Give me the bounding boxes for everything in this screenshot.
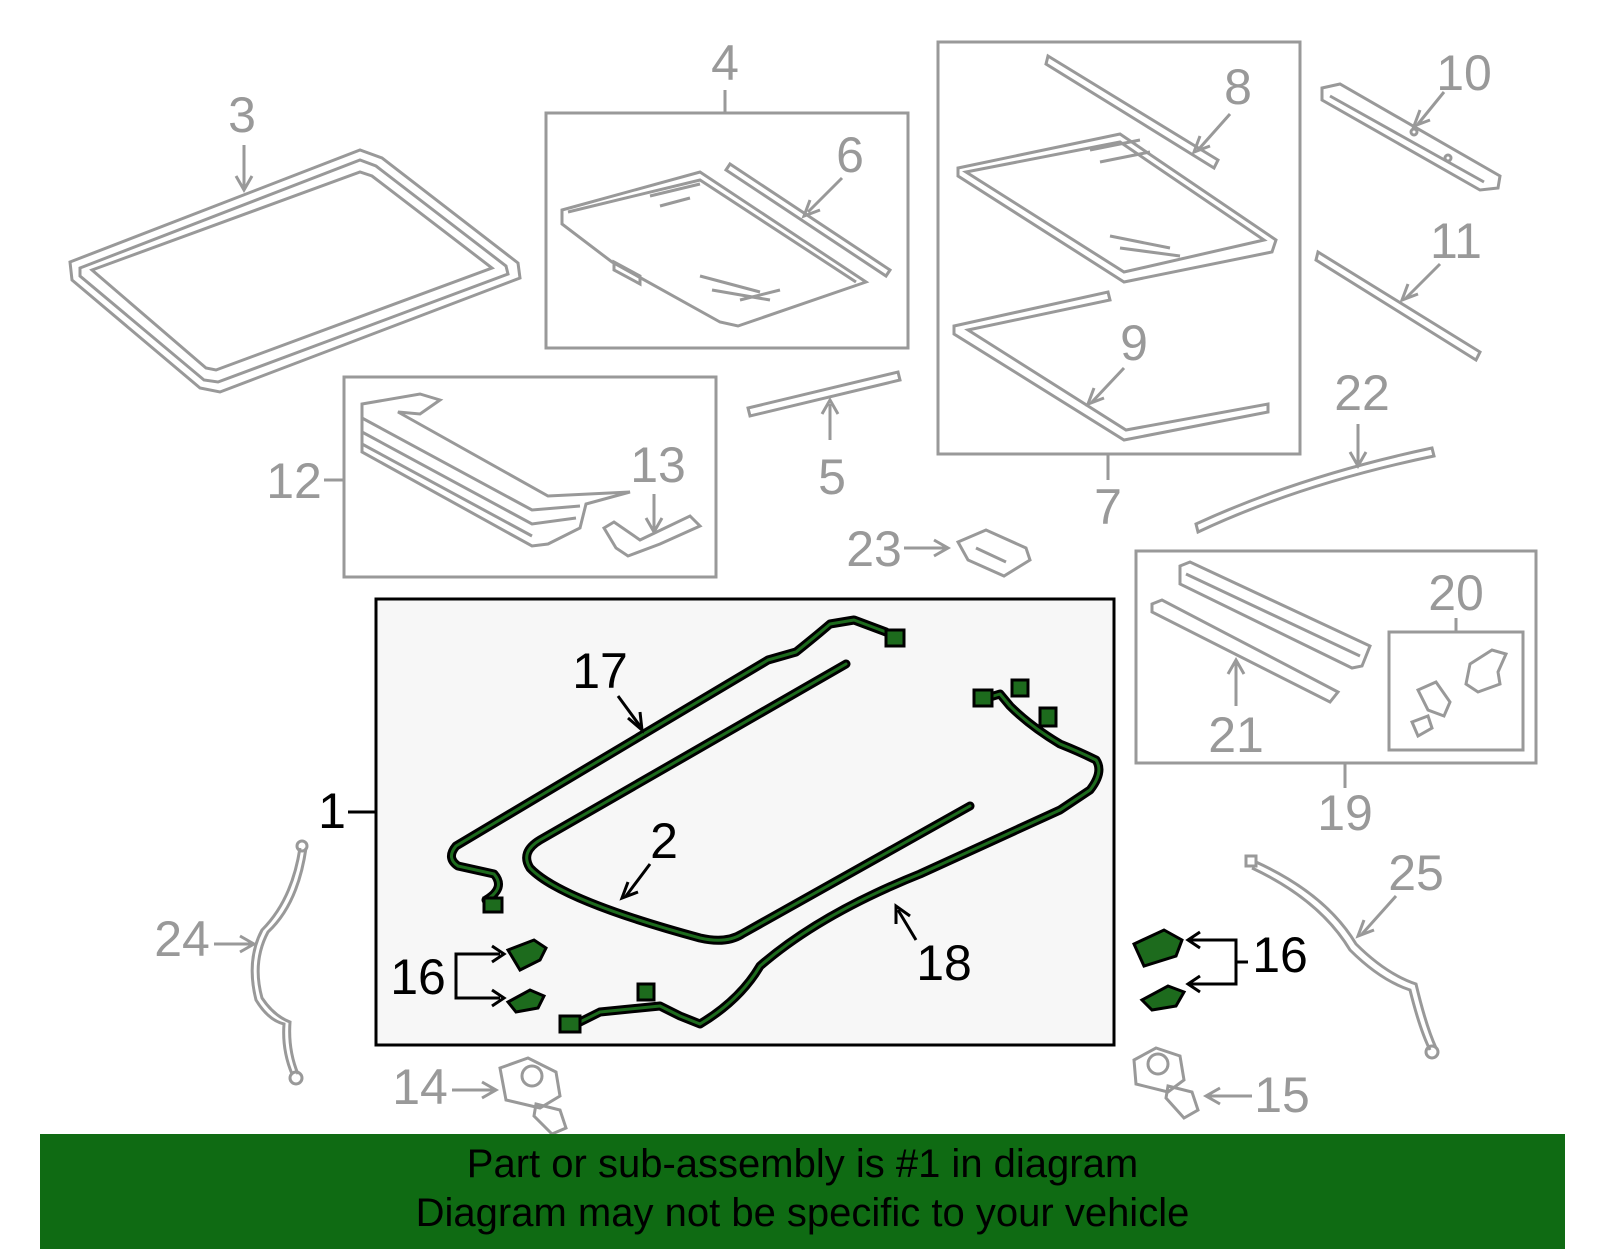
part-7-box [936,40,1302,456]
callout-8: 8 [1224,59,1252,115]
part-21-rail[interactable] [1150,560,1372,704]
part-4-glass[interactable] [560,170,870,328]
info-banner: Part or sub-assembly is #1 in diagram Di… [40,1134,1565,1249]
part-12-box [342,375,718,579]
callout-7: 7 [1094,479,1122,535]
part-14-motor[interactable] [498,1056,568,1136]
part-4-box [544,111,910,350]
callout-5: 5 [818,449,846,505]
part-22-strip[interactable] [1194,446,1436,535]
callout-12: 12 [266,453,322,509]
part-3-frame[interactable] [68,148,522,394]
callout-20: 20 [1428,565,1484,621]
callout-17: 17 [572,643,628,699]
callout-2: 2 [650,813,678,869]
part-5-strip[interactable] [746,370,902,418]
part-15-motor[interactable] [1132,1046,1200,1120]
part-11-strip[interactable] [1314,249,1482,363]
part-20-box [1387,630,1525,752]
callout-16-left: 16 [390,949,446,1005]
callout-13: 13 [630,437,686,493]
callout-22: 22 [1334,365,1390,421]
callout-15: 15 [1254,1067,1310,1123]
callout-6: 6 [836,127,864,183]
part-18-cable[interactable] [558,678,1104,1034]
part-19-box [1134,549,1538,765]
part-16-clips-right[interactable] [1132,928,1187,1012]
callout-11: 11 [1430,213,1482,269]
callout-21: 21 [1208,707,1264,763]
part-16-clips-left[interactable] [505,938,548,1014]
callout-23: 23 [846,521,902,577]
part-10-bracket[interactable] [1320,82,1502,192]
callout-25: 25 [1388,845,1444,901]
callout-19: 19 [1317,785,1373,841]
banner-line-2: Diagram may not be specific to your vehi… [415,1191,1190,1235]
part-7-glass[interactable] [956,132,1278,284]
part-6-seal[interactable] [723,161,893,279]
part-1-box [374,597,1116,1047]
callout-18: 18 [916,935,972,991]
part-9-seal[interactable] [952,290,1270,442]
part-13-clip[interactable] [601,514,703,558]
callout-10: 10 [1436,45,1492,101]
callout-4: 4 [711,35,739,91]
callout-1: 1 [318,783,346,839]
part-12-sunshade[interactable] [360,392,631,548]
callout-3: 3 [228,87,256,143]
callout-9: 9 [1120,315,1148,371]
callout-14: 14 [392,1059,448,1115]
part-2-rail[interactable] [522,659,975,945]
banner-line-1: Part or sub-assembly is #1 in diagram [466,1142,1139,1186]
part-23-clip[interactable] [955,528,1032,578]
callout-16-right: 16 [1252,927,1308,983]
part-25-cable[interactable] [1244,854,1440,1060]
part-24-cable[interactable] [250,839,309,1086]
callout-24: 24 [154,911,210,967]
part-20-guide[interactable] [1410,648,1509,739]
part-17-cable[interactable] [447,615,906,914]
part-8-seal[interactable] [1044,53,1220,171]
